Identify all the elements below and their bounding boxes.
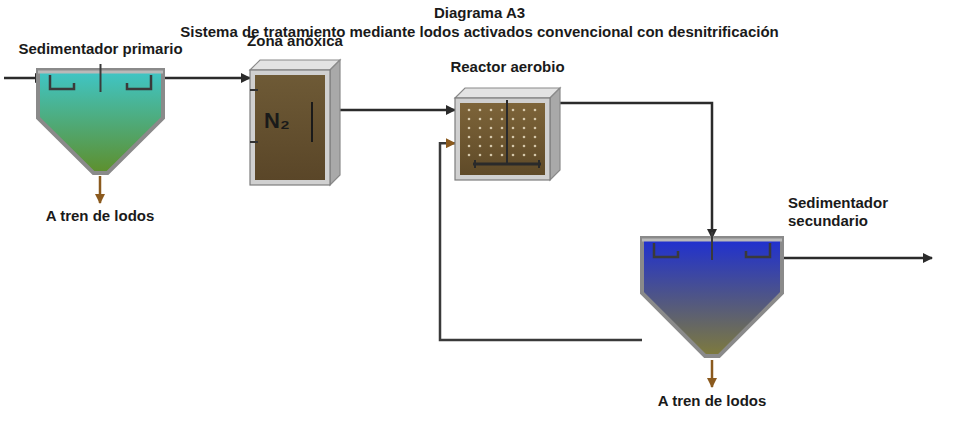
sludge-label: A tren de lodos [46,207,155,225]
sludge-arrow [99,176,102,203]
text-holder: N₂ [264,108,290,134]
sludge-label: A tren de lodos [658,392,767,410]
text-holder: Reactor aerobio [450,58,564,76]
subtitle: Sistema de tratamiento mediante lodos ac… [180,23,779,41]
gas-formula: N₂ [264,108,290,134]
tank-shape [455,88,560,180]
sludge-arrow [711,360,714,387]
tank-shape [38,70,163,175]
flow-connector [340,109,455,112]
text-holder: Sedimentador primario [18,40,182,58]
label-holder: A tren de lodos [46,207,155,225]
diagram-title: Diagrama A3 [434,4,525,22]
title-holder: Diagrama A3 [434,4,525,22]
tank-node: Sedimentador primario [38,70,163,175]
label-holder: Sistema de tratamiento mediante lodos ac… [180,23,779,41]
label-holder: A tren de lodos [658,392,767,410]
tank-node: Sedimentador secundario [642,238,782,358]
tank-label: Sedimentador primario [18,40,182,58]
effluent-arrow [784,257,932,260]
flow-connector [560,103,712,238]
text-holder: Sedimentador secundario [788,194,908,230]
tank-node: Reactor aerobio [455,88,560,180]
tank-label: Sedimentador secundario [788,194,908,230]
tank-node: Zona anóxicaN₂ [250,60,340,185]
tank-shape [642,238,782,358]
tank-label: Reactor aerobio [450,58,564,76]
tank-shape [250,60,340,185]
flow-connector [163,77,250,80]
